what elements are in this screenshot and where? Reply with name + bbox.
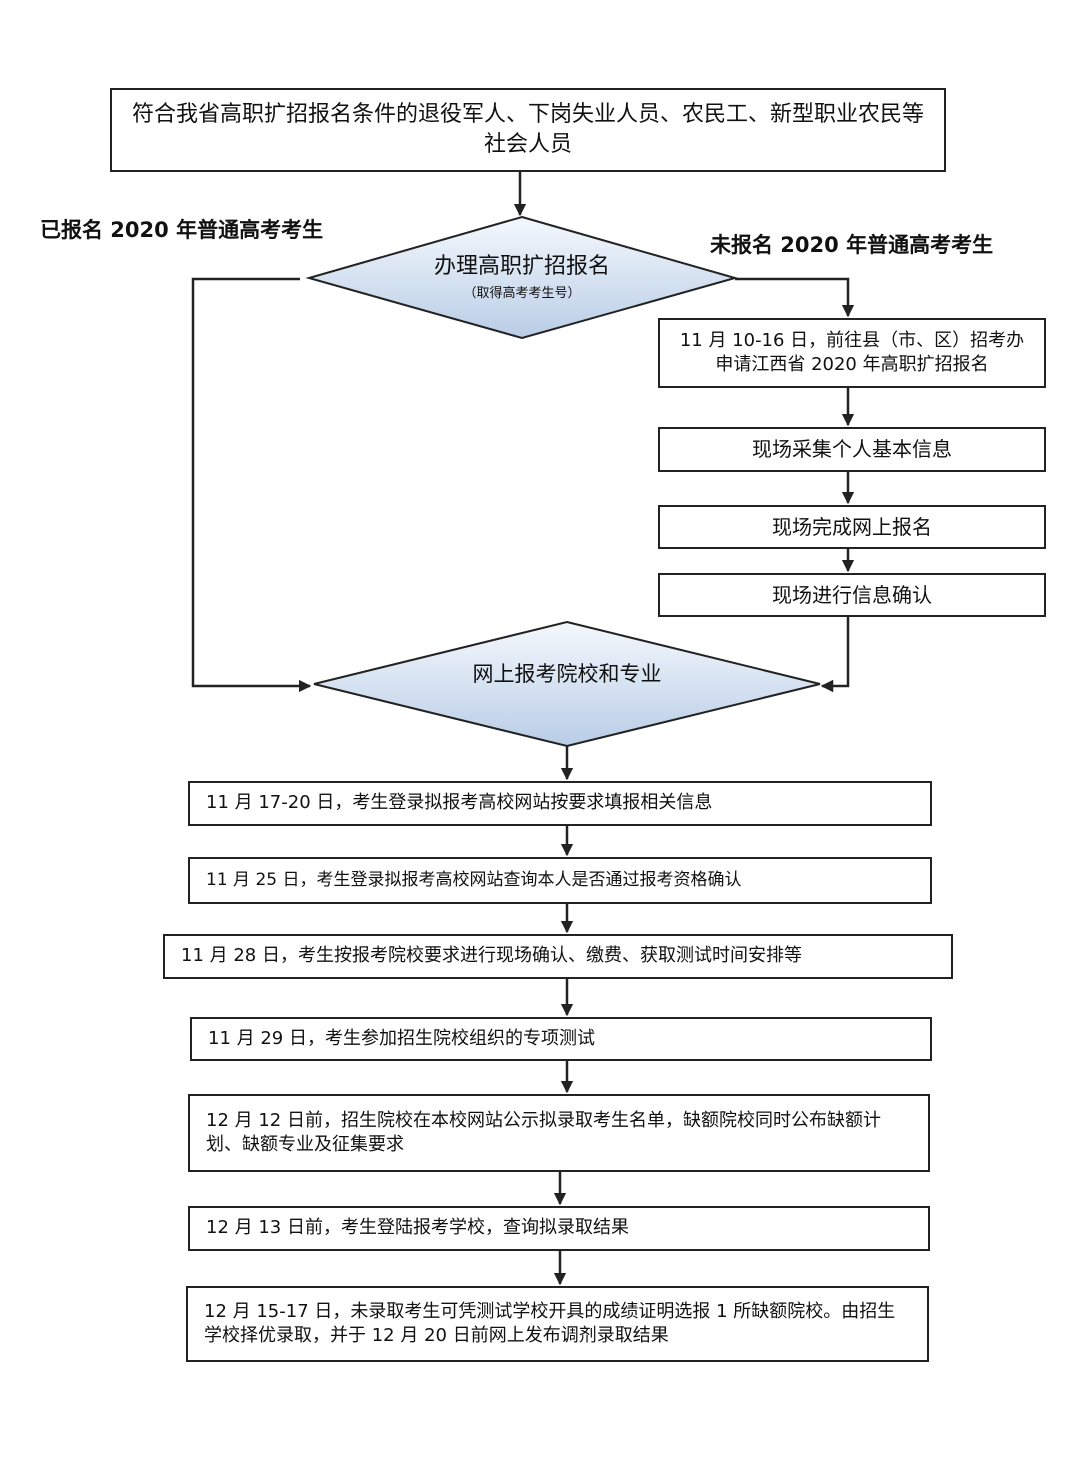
- decision2-label: 网上报考院校和专业: [472, 662, 662, 686]
- bottom-step-7: 12 月 15-17 日，未录取考生可凭测试学校开具的成绩证明选报 1 所缺额院…: [186, 1286, 929, 1362]
- right-step-4: 现场进行信息确认: [658, 573, 1046, 617]
- right-step-3: 现场完成网上报名: [658, 505, 1046, 549]
- branch-label-unregistered: 未报名 2020 年普通高考考生: [710, 233, 994, 257]
- right-step-1: 11 月 10-16 日，前往县（市、区）招考办申请江西省 2020 年高职扩招…: [658, 318, 1046, 388]
- branch-label-registered: 已报名 2020 年普通高考考生: [40, 218, 324, 242]
- decision1-label: 办理高职扩招报名 （取得高考考生号）: [372, 248, 672, 301]
- bottom-step-6: 12 月 13 日前，考生登陆报考学校，查询拟录取结果: [188, 1206, 930, 1251]
- arrow-left-branch: [191, 277, 312, 693]
- decision1-title: 办理高职扩招报名: [433, 254, 610, 279]
- start-box-text: 符合我省高职扩招报名条件的退役军人、下岗失业人员、农民工、新型职业农民等社会人员: [132, 102, 925, 157]
- decision1-subtitle: （取得高考考生号）: [463, 286, 581, 301]
- bottom-step-1: 11 月 17-20 日，考生登录拟报考高校网站按要求填报相关信息: [188, 781, 932, 826]
- bottom-step-2: 11 月 25 日，考生登录拟报考高校网站查询本人是否通过报考资格确认: [188, 857, 932, 904]
- arrow-right-branch: [735, 277, 855, 318]
- arrow-right-to-decision2: [820, 617, 850, 693]
- start-box: 符合我省高职扩招报名条件的退役军人、下岗失业人员、农民工、新型职业农民等社会人员: [110, 88, 946, 172]
- decision-diamond-registration: [305, 215, 739, 340]
- bottom-step-3: 11 月 28 日，考生按报考院校要求进行现场确认、缴费、获取测试时间安排等: [163, 934, 953, 979]
- right-step-2: 现场采集个人基本信息: [658, 427, 1046, 472]
- bottom-step-4: 11 月 29 日，考生参加招生院校组织的专项测试: [190, 1017, 932, 1061]
- bottom-step-5: 12 月 12 日前，招生院校在本校网站公示拟录取考生名单，缺额院校同时公布缺额…: [188, 1094, 930, 1172]
